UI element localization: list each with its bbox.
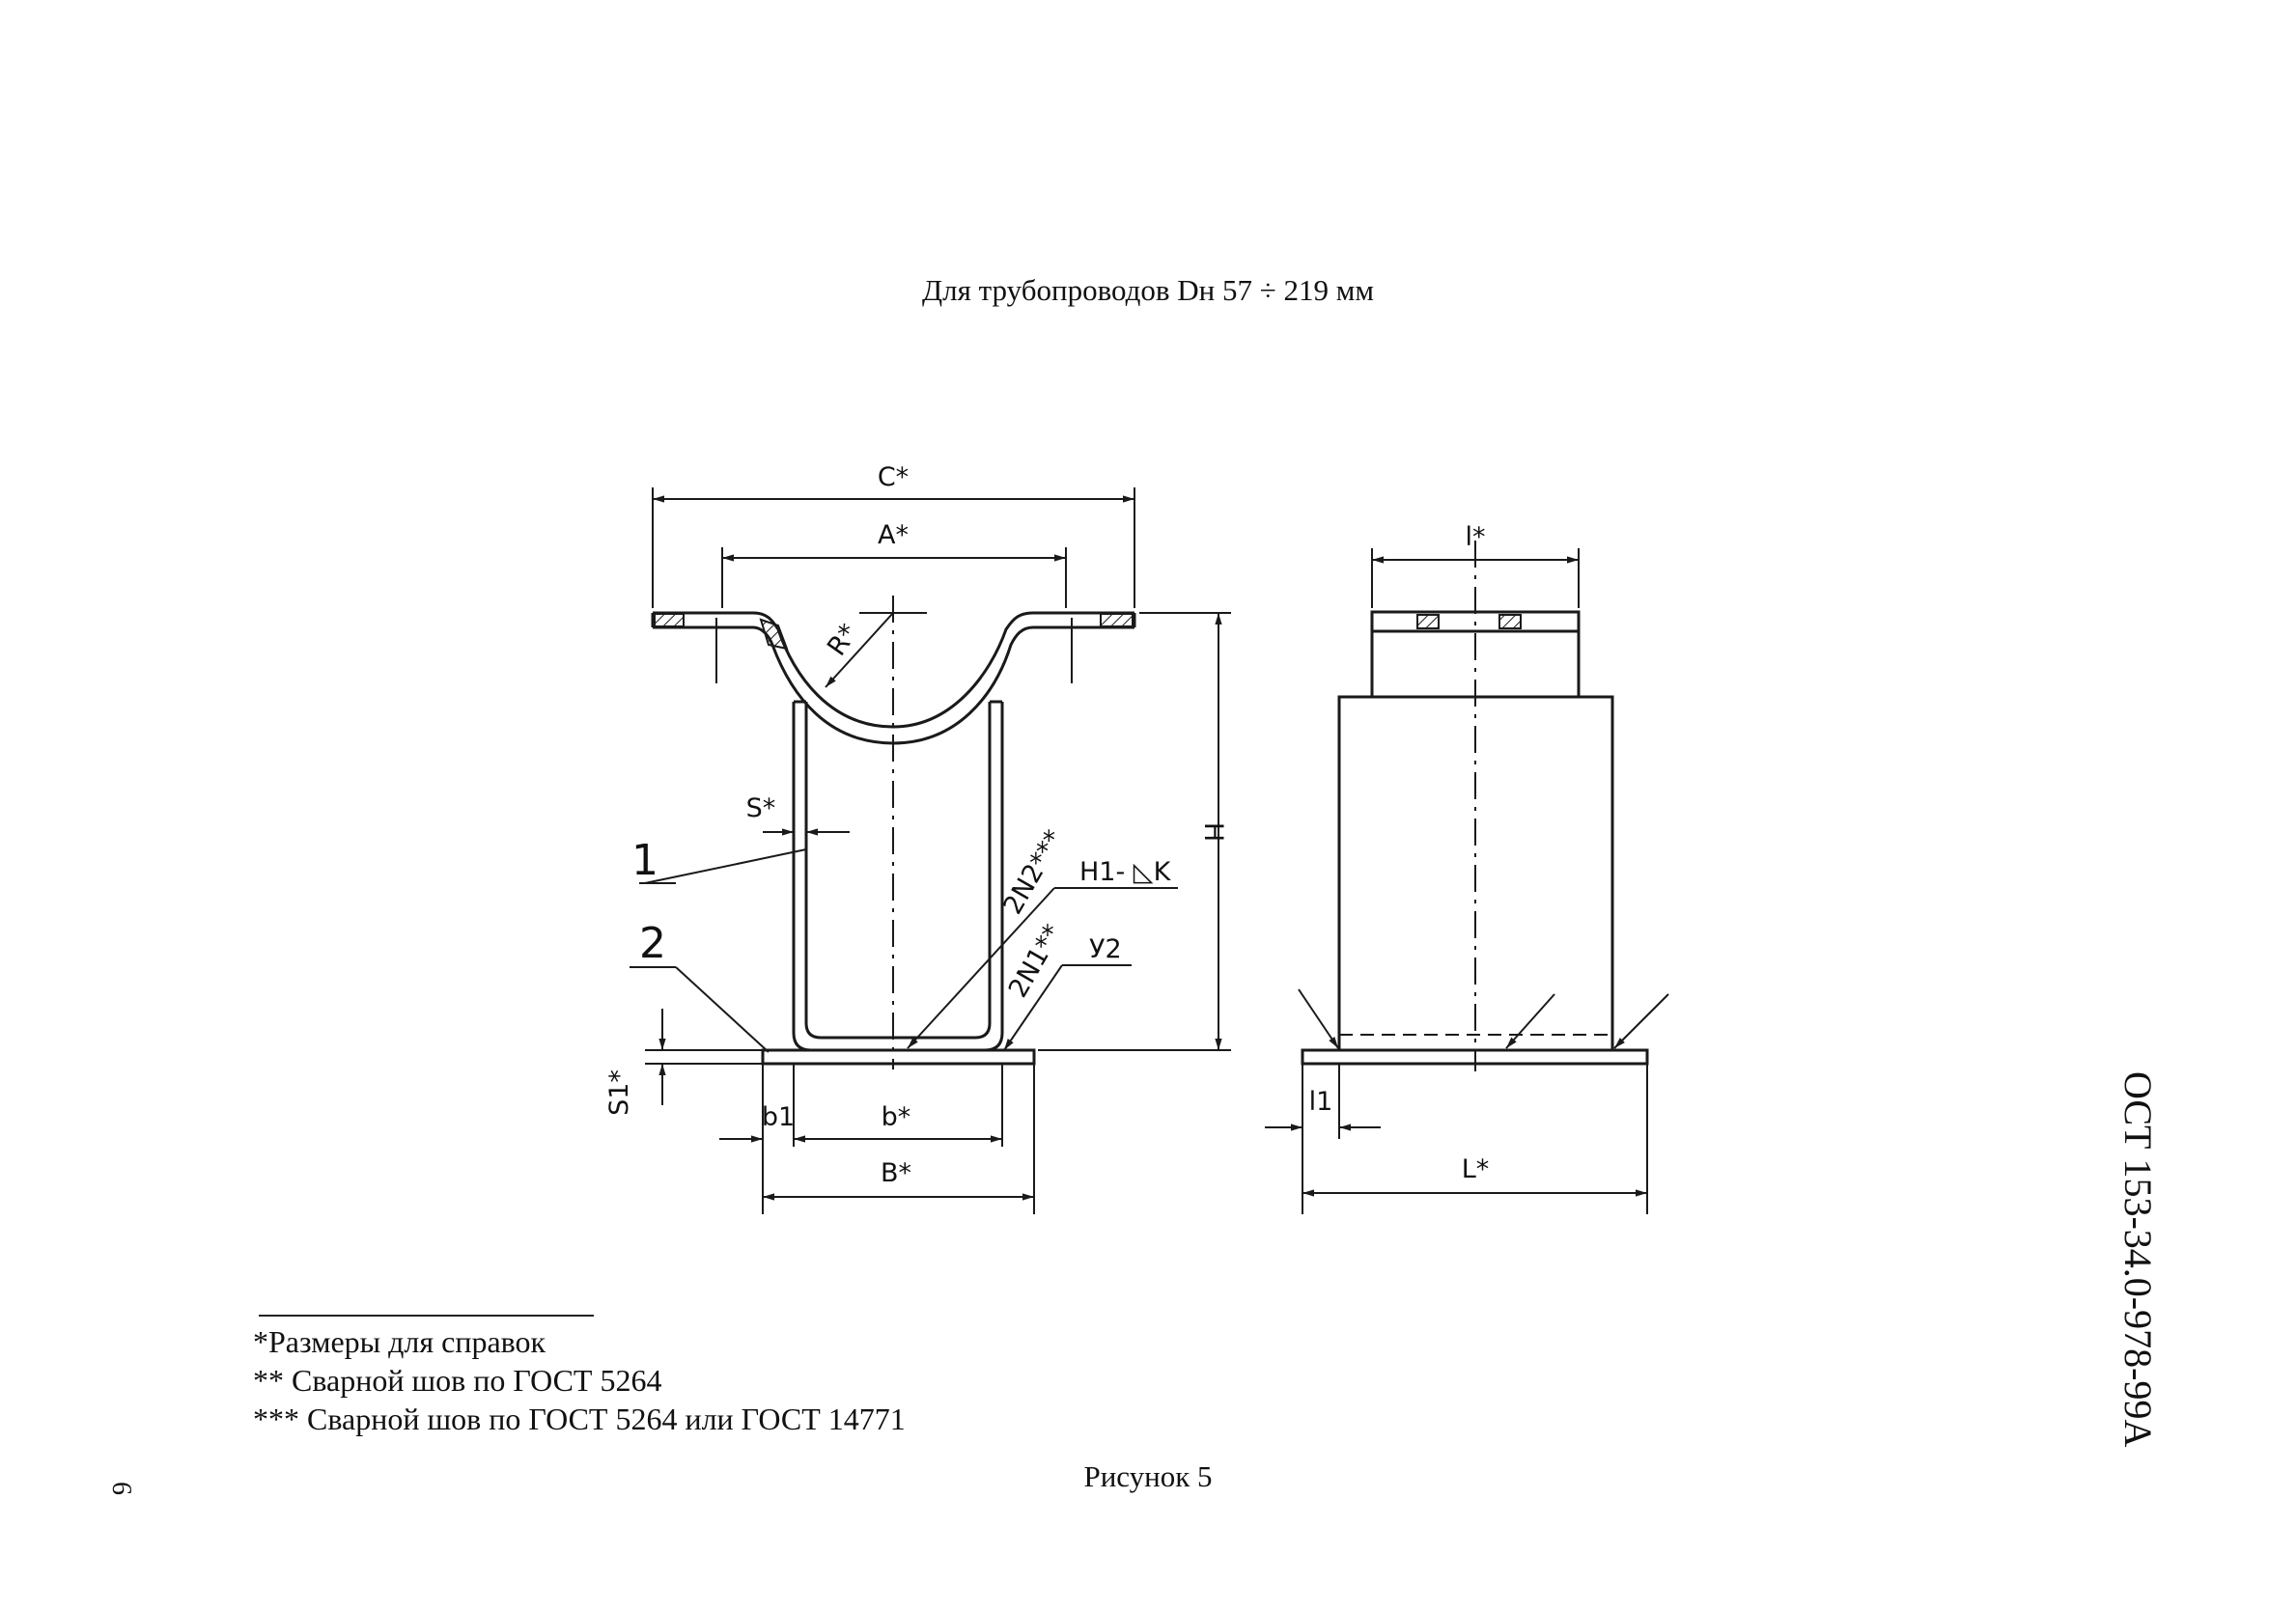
dim-s-label: S* — [746, 793, 776, 823]
footnote-3: *** Сварной шов по ГОСТ 5264 или ГОСТ 14… — [253, 1402, 906, 1436]
saddle-hatch-right — [1100, 613, 1134, 627]
saddle-weld-hatch — [759, 618, 789, 651]
weld2-symbol: H1- ◺K — [1079, 857, 1172, 887]
dim-s1-label: S1* — [604, 1069, 634, 1116]
pos1-label: 1 — [631, 836, 658, 885]
drawing-title: Для трубопроводов Dн 57 ÷ 219 мм — [921, 273, 1374, 307]
footnote-2: ** Сварной шов по ГОСТ 5264 — [253, 1363, 662, 1398]
base-plate-front — [761, 1048, 1036, 1066]
side-hatch-left — [1416, 614, 1440, 629]
side-hatch-right — [1498, 614, 1522, 629]
page-number: 6 — [106, 1482, 136, 1495]
side-weld-arrow-2 — [1505, 993, 1555, 1049]
dim-a-label: A* — [878, 520, 909, 550]
footnote-1: *Размеры для справок — [253, 1324, 546, 1359]
pos1-leader — [644, 848, 807, 884]
weld1-symbol: У2 — [1089, 934, 1122, 964]
footnotes: *Размеры для справок ** Сварной шов по Г… — [253, 1322, 906, 1438]
dim-l1-label: l1 — [1309, 1087, 1333, 1117]
side-view: l* l1 L* — [1265, 522, 1669, 1214]
weld2-leader — [907, 887, 1055, 1049]
dim-r-label: R* — [822, 619, 864, 661]
front-view: C* A* R* S* H 1 2 — [604, 462, 1231, 1214]
pos2-leader — [675, 966, 770, 1053]
dim-ll-label: L* — [1462, 1154, 1490, 1184]
dim-h-label: H — [1198, 822, 1228, 842]
saddle-hatch-left — [654, 613, 685, 627]
side-weld-arrow-1 — [1298, 988, 1339, 1049]
weld2-label: 2N2*** — [997, 825, 1069, 920]
pos2-label: 2 — [639, 919, 666, 968]
document-id: ОСТ 153-34.0-978-99А — [2116, 1071, 2160, 1448]
side-weld-arrow-3 — [1613, 993, 1669, 1049]
figure-caption: Рисунок 5 — [1083, 1459, 1213, 1493]
dim-bb-label: B* — [881, 1158, 911, 1188]
dim-b1-label: b1 — [762, 1102, 795, 1132]
dim-c-label: C* — [878, 462, 909, 492]
notes-divider — [259, 1315, 594, 1317]
dim-b-label: b* — [882, 1102, 911, 1132]
channel-inner — [804, 702, 992, 1040]
dim-l-label: l* — [1465, 522, 1485, 552]
dim-r-line — [825, 612, 894, 688]
weld1-leader — [1003, 964, 1063, 1051]
channel-outer — [792, 702, 1004, 1052]
